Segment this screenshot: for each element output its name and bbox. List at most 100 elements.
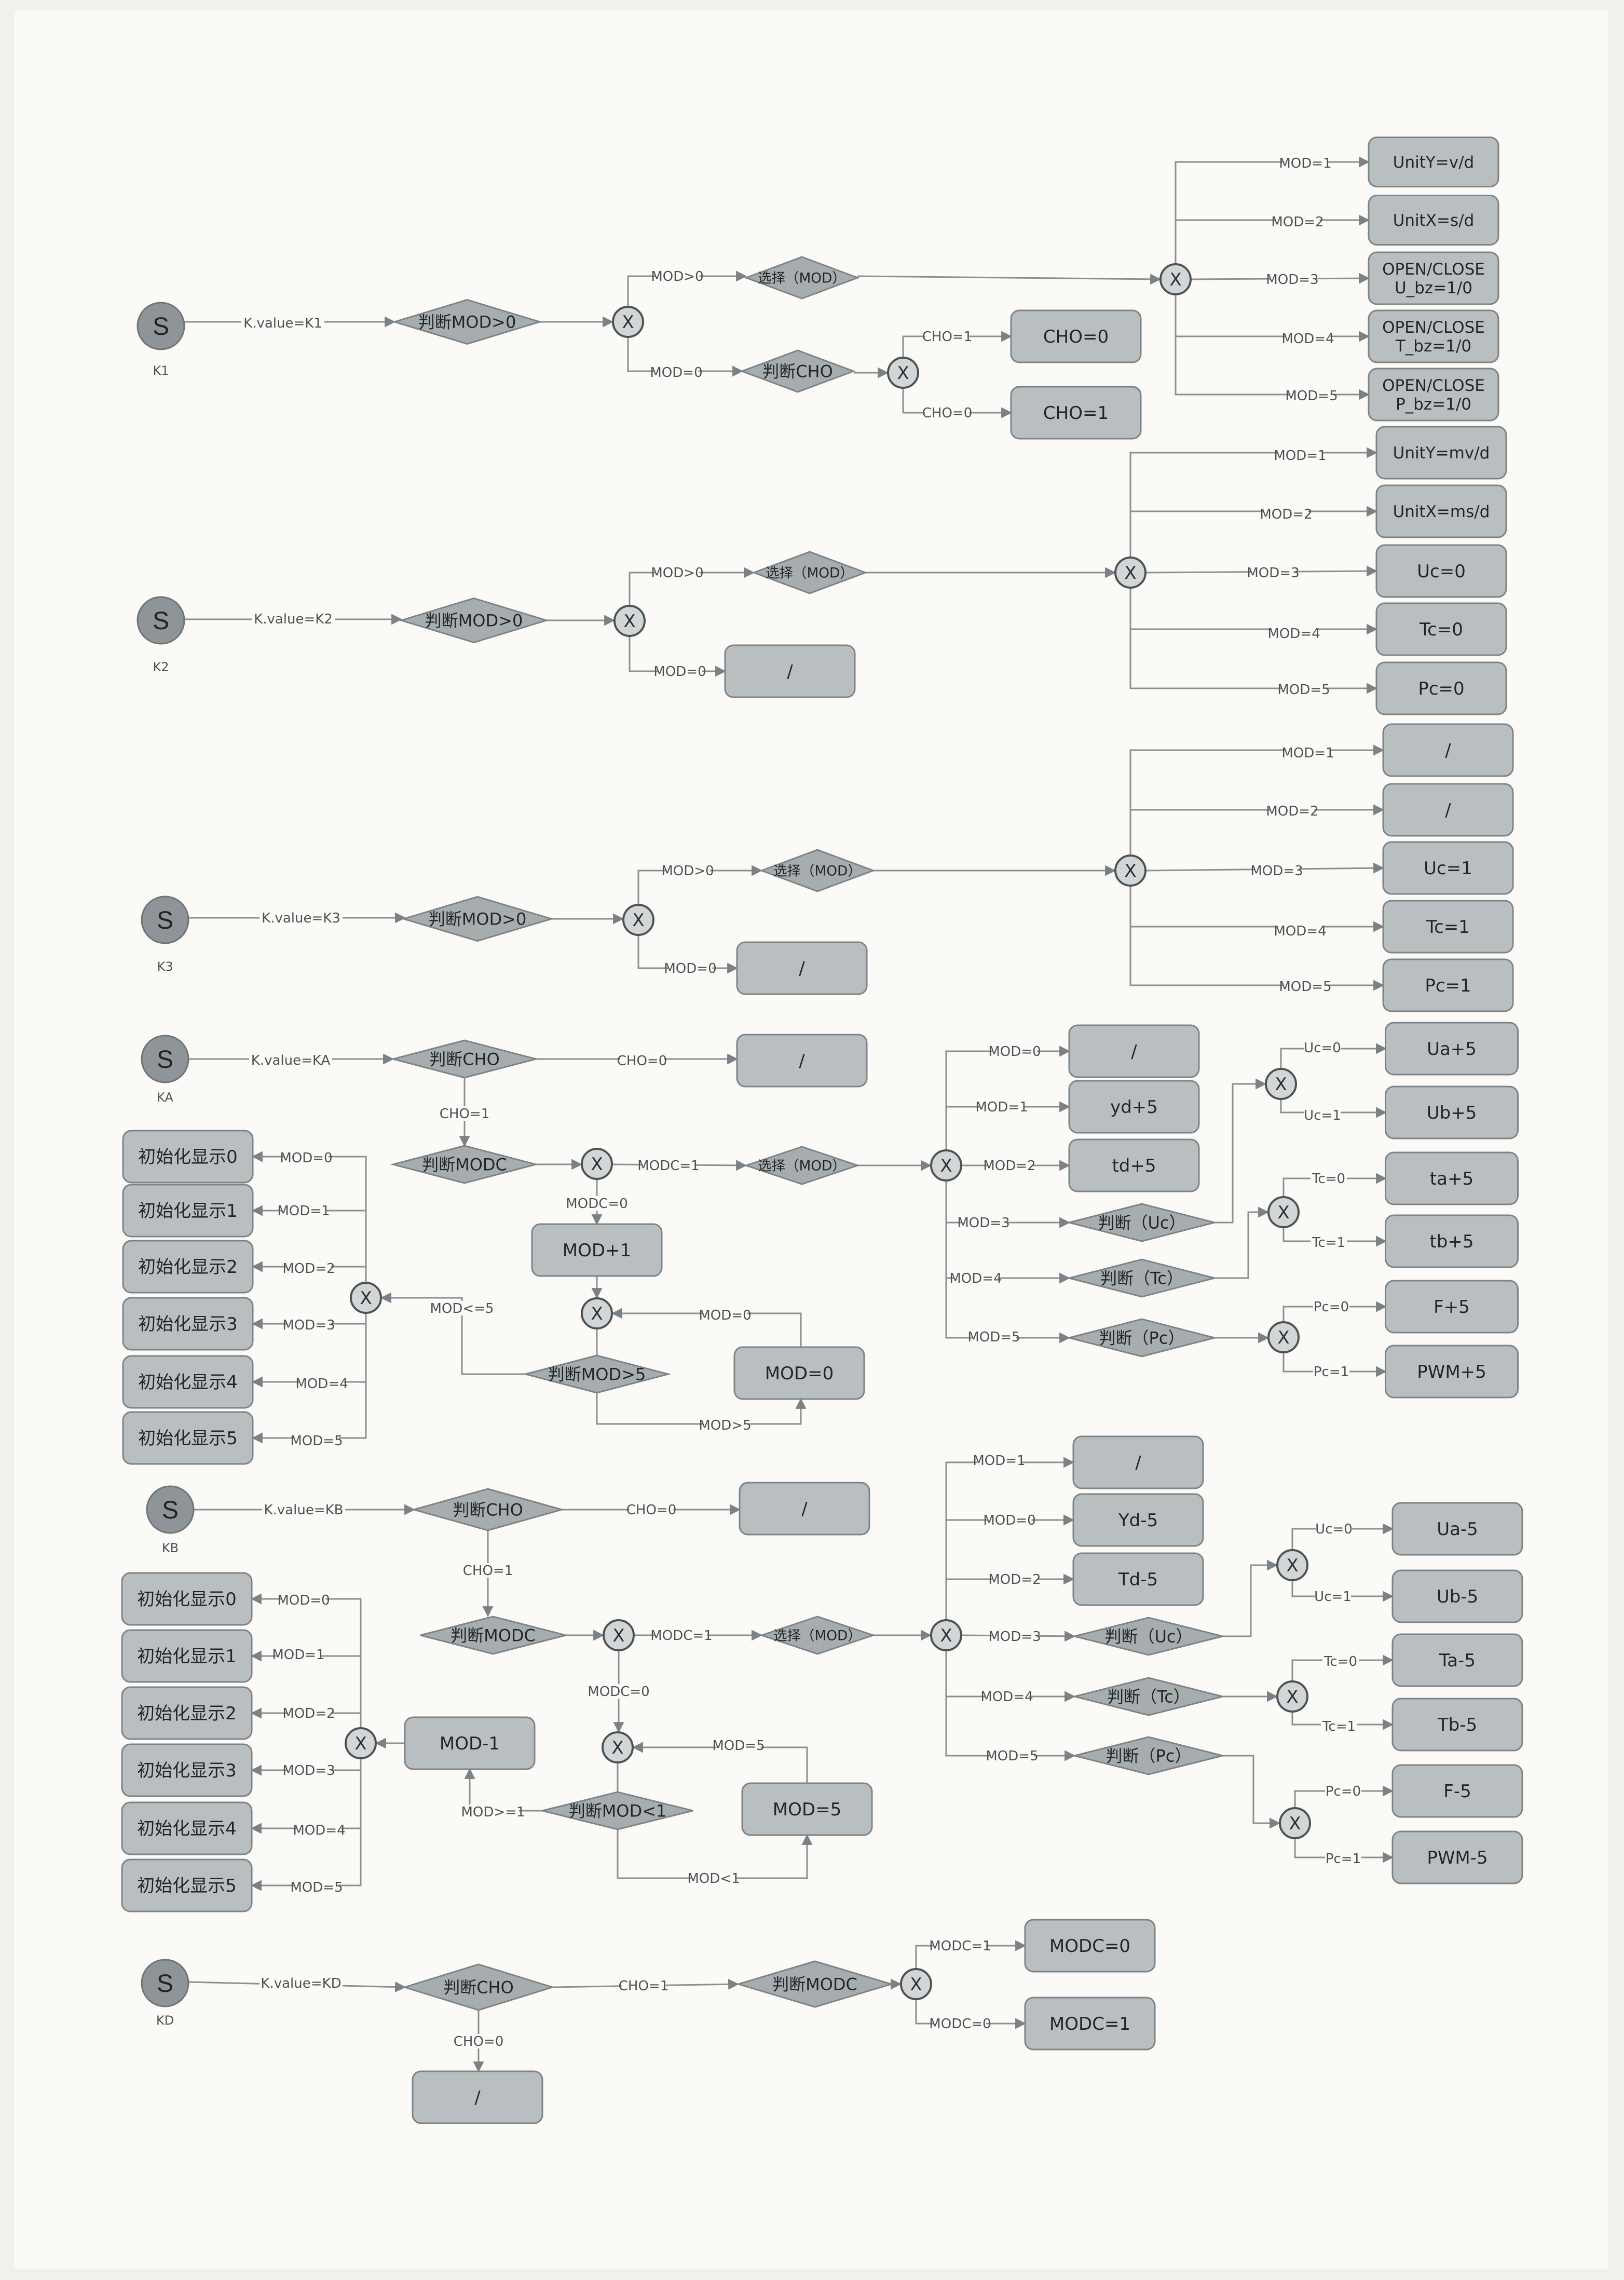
process-label: OPEN/CLOSE xyxy=(1382,260,1485,279)
process-label: 初始化显示4 xyxy=(137,1818,237,1839)
edge-65 xyxy=(251,1313,367,1444)
process-atb: tb+5 xyxy=(1385,1214,1519,1268)
decision-shape xyxy=(390,1145,539,1184)
process-shape xyxy=(1375,602,1507,656)
edge-label-bg xyxy=(294,1433,339,1448)
process-label: Ua+5 xyxy=(1427,1039,1477,1060)
process-label: CHO=0 xyxy=(1043,327,1109,347)
decision-shape xyxy=(740,349,856,393)
edge-label-mod-4: MOD=4 xyxy=(1274,924,1326,939)
gateway-circle xyxy=(1276,1549,1308,1581)
process-shape xyxy=(1391,1633,1523,1687)
edge-label-modc-0: MODC=0 xyxy=(566,1196,627,1212)
edge-label-bg xyxy=(286,1261,331,1275)
decision-label: 判断CHO xyxy=(443,1978,514,1998)
start-event-kd: SKD xyxy=(141,1959,189,2028)
decision-shape xyxy=(391,298,543,345)
edge-43 xyxy=(596,1393,807,1425)
edge-label-bg xyxy=(985,1689,1029,1704)
process-label: MOD=0 xyxy=(765,1363,834,1384)
edge-28 xyxy=(1129,744,1385,855)
process-label: / xyxy=(474,2087,481,2108)
edge-label-uc-0: Uc=0 xyxy=(1315,1522,1353,1537)
edge-label-bg xyxy=(658,664,702,678)
edge-label-bg xyxy=(1270,272,1315,287)
process-c4: Tc=0 xyxy=(1375,602,1507,656)
decision-shape xyxy=(390,1039,539,1079)
process-b7: CHO=1 xyxy=(1010,386,1142,440)
gateway-gBt: X xyxy=(1276,1680,1308,1713)
gateway-glyph: X xyxy=(940,1156,952,1176)
decision-label: 选择（MOD） xyxy=(773,863,861,879)
process-mF: F-5 xyxy=(1391,1764,1523,1818)
edge-label-bg xyxy=(703,1308,747,1322)
edge-label-bg xyxy=(286,1706,331,1720)
edge-label-mod-0: MOD>0 xyxy=(651,269,703,284)
decision-dBp: 判断（Pc） xyxy=(1074,1736,1223,1775)
decision-dA4: 判断MOD>5 xyxy=(522,1354,672,1394)
process-e2: / xyxy=(1382,783,1514,837)
process-label: MODC=0 xyxy=(1049,1936,1130,1957)
gateway-glyph: X xyxy=(1289,1813,1301,1834)
edge-label-bg xyxy=(1325,1784,1361,1798)
edge-label-bg xyxy=(979,1100,1024,1114)
decision-d3: 判断MOD>0 xyxy=(401,895,554,942)
start-caption: KB xyxy=(162,1541,179,1555)
process-label: 初始化显示1 xyxy=(137,1646,237,1667)
edge-label-mod-3: MOD=3 xyxy=(988,1629,1041,1645)
edge-18 xyxy=(1129,447,1378,557)
decision-shape xyxy=(1069,1318,1215,1358)
edge-label-cho-1: CHO=1 xyxy=(440,1106,490,1122)
process-label: PWM-5 xyxy=(1427,1848,1487,1868)
process-label: / xyxy=(1445,740,1451,761)
decision-label: 选择（MOD） xyxy=(773,1628,861,1644)
edge-label-tc-1: Tc=1 xyxy=(1322,1719,1356,1734)
decision-shape xyxy=(411,1488,565,1531)
edge-label-bg xyxy=(1270,804,1315,818)
edge-label-bg xyxy=(934,2016,986,2031)
process-label: P_bz=1/0 xyxy=(1396,395,1471,414)
edge-label-bg xyxy=(294,1880,339,1894)
edge-51 xyxy=(1214,1078,1267,1224)
decision-d1b: 判断CHO xyxy=(740,349,856,393)
process-shape xyxy=(1391,1764,1523,1818)
process-m2: Td-5 xyxy=(1072,1552,1204,1606)
edge-label-bg xyxy=(1254,863,1299,878)
edge-label-tc-0: Tc=0 xyxy=(1312,1171,1345,1187)
edge-11 xyxy=(1175,295,1370,342)
edge-46 xyxy=(945,1101,1071,1150)
start-event-ka: SKA xyxy=(141,1035,189,1105)
edge-19 xyxy=(1129,506,1378,557)
process-i4: 初始化显示4 xyxy=(122,1355,254,1409)
gateway-g1c: X xyxy=(1159,263,1192,295)
start-caption: K3 xyxy=(157,959,173,974)
decision-shape xyxy=(522,1354,672,1394)
gateway-glyph: X xyxy=(897,363,909,384)
edge-3 xyxy=(627,337,744,377)
edge-label-bg xyxy=(987,1513,1032,1527)
process-m1: / xyxy=(1072,1435,1204,1489)
process-label: MOD-1 xyxy=(440,1733,500,1754)
process-shape xyxy=(121,1801,253,1855)
gateway-gAL: X xyxy=(350,1282,382,1314)
process-label: / xyxy=(799,958,805,979)
decision-shape xyxy=(752,551,868,594)
edge-8 xyxy=(1175,156,1370,264)
edge-label-bg xyxy=(571,1196,623,1211)
start-glyph: S xyxy=(153,607,169,635)
process-e0: / xyxy=(736,941,868,995)
process-j4: 初始化显示4 xyxy=(121,1801,253,1855)
gateway-glyph: X xyxy=(612,1625,624,1646)
edge-label-mod-1: MOD=1 xyxy=(975,1100,1028,1115)
process-label: yd+5 xyxy=(1110,1097,1158,1118)
gateway-glyph: X xyxy=(940,1625,952,1646)
process-shape xyxy=(122,1411,254,1465)
process-label: 初始化显示2 xyxy=(138,1257,238,1278)
edge-label-bg xyxy=(655,269,700,283)
decision-dBu: 判断（Uc） xyxy=(1074,1617,1223,1656)
start-event-kb: SKB xyxy=(146,1485,195,1555)
process-bMm: MOD-1 xyxy=(404,1716,536,1770)
decision-shape xyxy=(735,1960,894,2008)
edge-label-bg xyxy=(972,1329,1016,1344)
